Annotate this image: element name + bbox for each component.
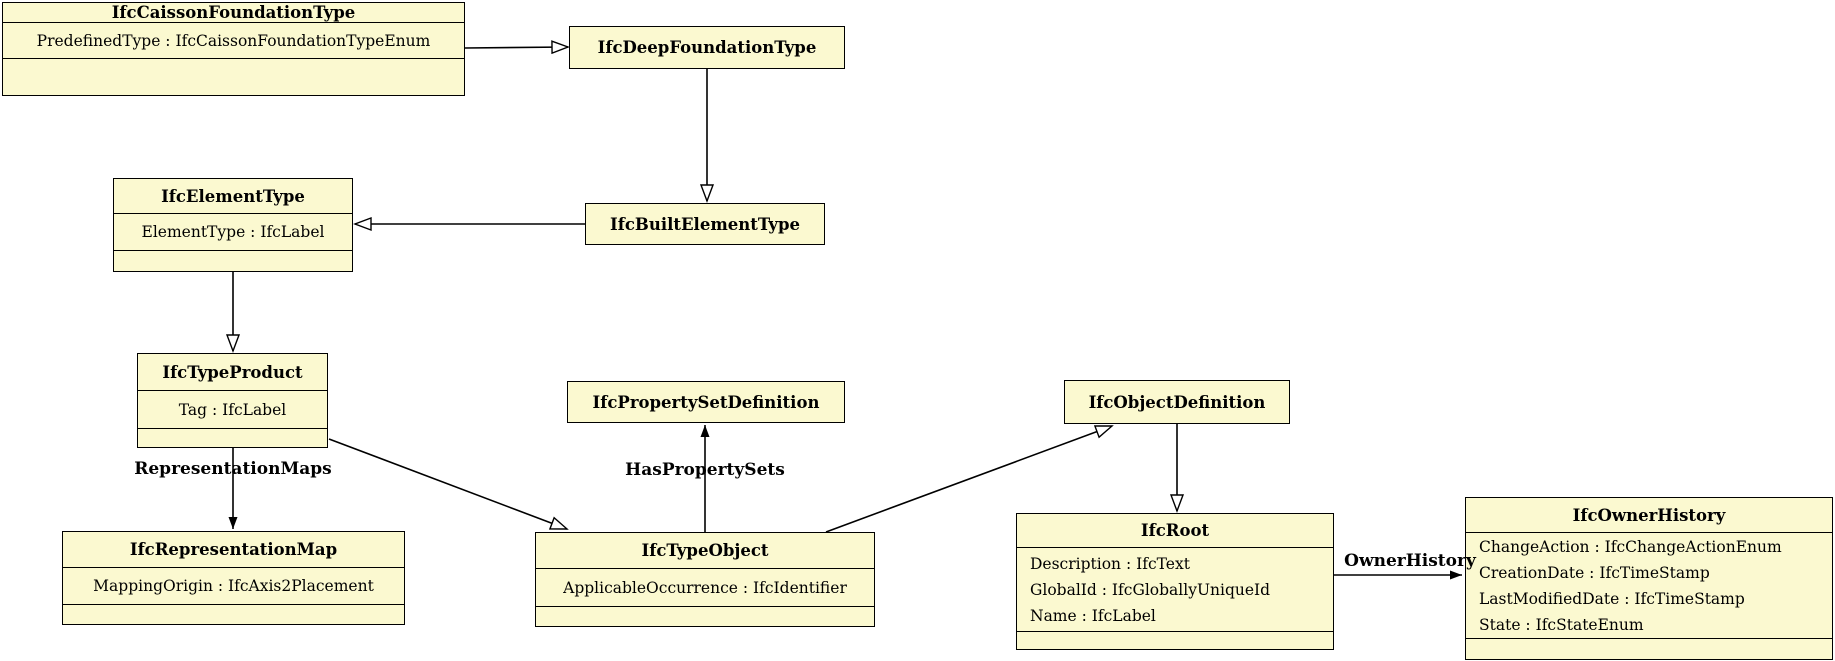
class-attributes: Description : IfcText GlobalId : IfcGlob… — [1017, 547, 1333, 631]
class-operations-compartment — [114, 250, 352, 271]
class-title: IfcBuiltElementType — [610, 214, 800, 234]
generalization-typeobject-to-objectdefinition — [825, 426, 1112, 533]
class-title: IfcPropertySetDefinition — [592, 392, 820, 412]
class-title: IfcTypeObject — [641, 541, 769, 560]
class-attributes: PredefinedType : IfcCaissonFoundationTyp… — [3, 22, 464, 58]
class-ifc-representation-map: IfcRepresentationMap MappingOrigin : Ifc… — [62, 531, 405, 625]
class-title: IfcTypeProduct — [162, 362, 303, 382]
attribute: Tag : IfcLabel — [178, 400, 287, 419]
class-ifc-object-definition: IfcObjectDefinition — [1064, 380, 1290, 424]
class-ifc-built-element-type: IfcBuiltElementType — [585, 203, 825, 245]
attribute: Name : IfcLabel — [1030, 606, 1156, 625]
attribute: State : IfcStateEnum — [1479, 615, 1644, 634]
class-operations-compartment — [1466, 638, 1832, 659]
class-ifc-type-object: IfcTypeObject ApplicableOccurrence : Ifc… — [535, 532, 875, 627]
class-title: IfcCaissonFoundationType — [111, 3, 356, 22]
class-attributes: ChangeAction : IfcChangeActionEnum Creat… — [1466, 532, 1832, 638]
class-ifc-property-set-definition: IfcPropertySetDefinition — [567, 381, 845, 423]
class-title: IfcObjectDefinition — [1088, 392, 1266, 412]
attribute: MappingOrigin : IfcAxis2Placement — [93, 577, 374, 595]
class-operations-compartment — [536, 606, 874, 626]
class-operations-compartment — [63, 604, 404, 624]
class-title: IfcDeepFoundationType — [597, 38, 817, 57]
class-operations-compartment — [1017, 631, 1333, 649]
attribute: LastModifiedDate : IfcTimeStamp — [1479, 589, 1745, 608]
class-ifc-element-type: IfcElementType ElementType : IfcLabel — [113, 178, 353, 272]
class-ifc-deep-foundation-type: IfcDeepFoundationType — [569, 26, 845, 69]
attribute: PredefinedType : IfcCaissonFoundationTyp… — [36, 31, 431, 50]
class-operations-compartment — [3, 58, 464, 95]
attribute: ApplicableOccurrence : IfcIdentifier — [563, 578, 847, 597]
class-attributes: MappingOrigin : IfcAxis2Placement — [63, 567, 404, 604]
class-title: IfcRepresentationMap — [129, 540, 338, 559]
class-ifc-owner-history: IfcOwnerHistory ChangeAction : IfcChange… — [1465, 497, 1833, 660]
attribute: ElementType : IfcLabel — [141, 223, 325, 241]
generalization-typeproduct-to-typeobject — [328, 438, 567, 530]
class-ifc-caisson-foundation-type: IfcCaissonFoundationType PredefinedType … — [2, 2, 465, 96]
generalization-caisson-to-deepfoundation — [464, 47, 568, 48]
attribute: Description : IfcText — [1030, 554, 1190, 573]
representation-maps-label: RepresentationMaps — [134, 459, 332, 479]
class-attributes: ApplicableOccurrence : IfcIdentifier — [536, 568, 874, 606]
class-title: IfcOwnerHistory — [1572, 505, 1726, 525]
class-attributes: ElementType : IfcLabel — [114, 213, 352, 250]
class-title: IfcRoot — [1140, 521, 1210, 540]
class-operations-compartment — [138, 428, 327, 447]
attribute: CreationDate : IfcTimeStamp — [1479, 563, 1710, 582]
class-attributes: Tag : IfcLabel — [138, 390, 327, 428]
has-property-sets-label: HasPropertySets — [625, 460, 785, 480]
class-title: IfcElementType — [161, 186, 305, 206]
owner-history-label: OwnerHistory — [1344, 551, 1476, 571]
class-ifc-type-product: IfcTypeProduct Tag : IfcLabel — [137, 353, 328, 448]
class-ifc-root: IfcRoot Description : IfcText GlobalId :… — [1016, 513, 1334, 650]
attribute: GlobalId : IfcGloballyUniqueId — [1030, 580, 1271, 599]
attribute: ChangeAction : IfcChangeActionEnum — [1479, 537, 1782, 556]
